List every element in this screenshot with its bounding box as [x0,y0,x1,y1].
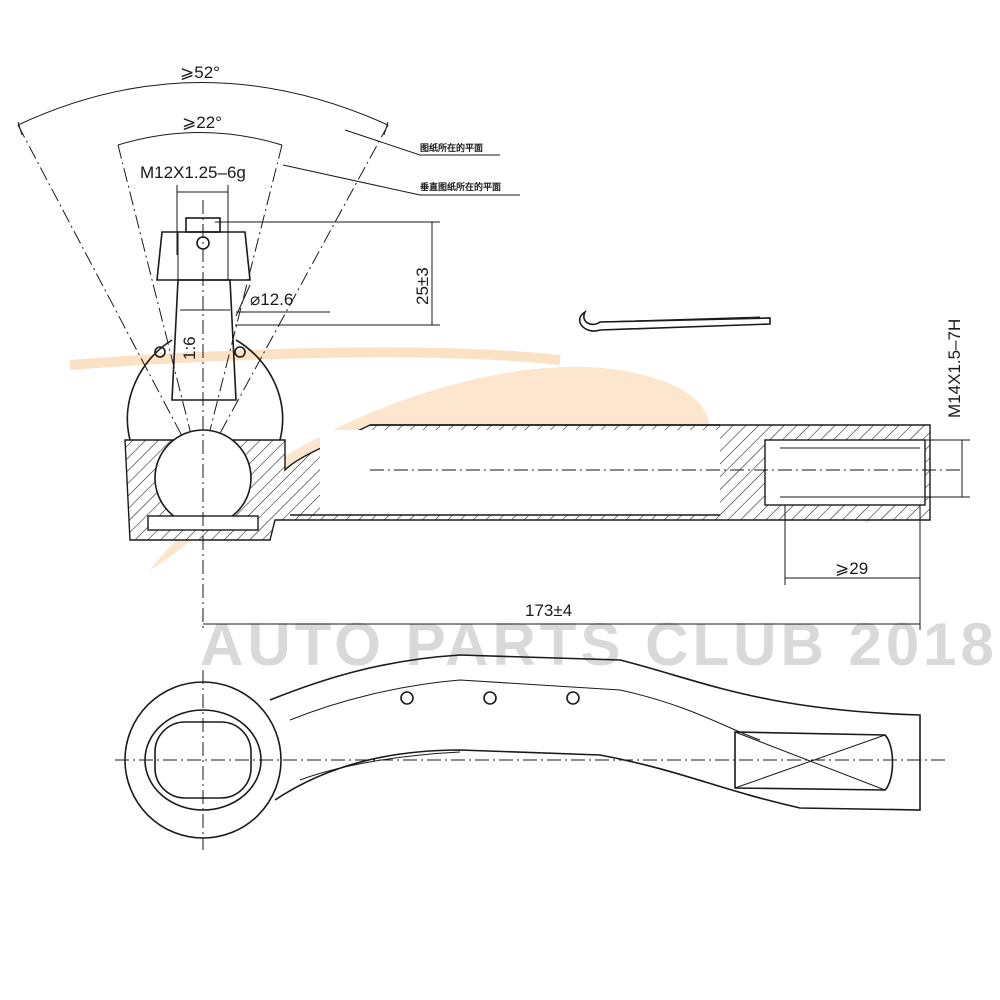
side-view: 1:6 [124,200,960,630]
dust-boot-left [126,339,173,451]
wrench-flat [734,731,894,791]
threaded-bore [764,439,926,506]
thread-depth-label: ⩾29 [835,559,868,578]
top-view [115,654,945,850]
watermark-text: AUTO PARTS CLUB 2018 [200,611,998,678]
stud-diameter-dimension: ⌀12.6 [235,284,330,317]
plane-notes: 图纸所在的平面 垂直图纸所在的平面 [282,129,520,196]
end-thread-dimension: M14X1.5–7H [920,319,970,498]
perpendicular-plane-note: 垂直图纸所在的平面 [420,181,501,193]
stud-diameter-label: ⌀12.6 [250,290,293,309]
stud-thread-label: M12X1.25–6g [140,163,246,182]
drawing-plane-note: 图纸所在的平面 [420,142,483,154]
stud-height-dimension: 25±3 [215,221,440,326]
stud-thread-dimension: M12X1.25–6g [140,163,246,255]
end-thread-label: M14X1.5–7H [945,319,964,418]
thread-depth-dimension: ⩾29 [784,505,921,630]
overall-length-label: 173±4 [525,601,572,620]
outer-angle-label: ⩾52° [180,63,220,82]
ball-stud [171,279,237,401]
cotter-pin [578,309,771,332]
angle-dimensions: ⩾52° ⩾22° [17,63,389,471]
taper-label: 1:6 [180,336,199,360]
stud-height-label: 25±3 [413,267,432,305]
inner-angle-label: ⩾22° [182,113,222,132]
overall-length-dimension: 173±4 [203,601,920,625]
dust-boot-right [235,339,284,451]
arm-outline [269,654,921,811]
